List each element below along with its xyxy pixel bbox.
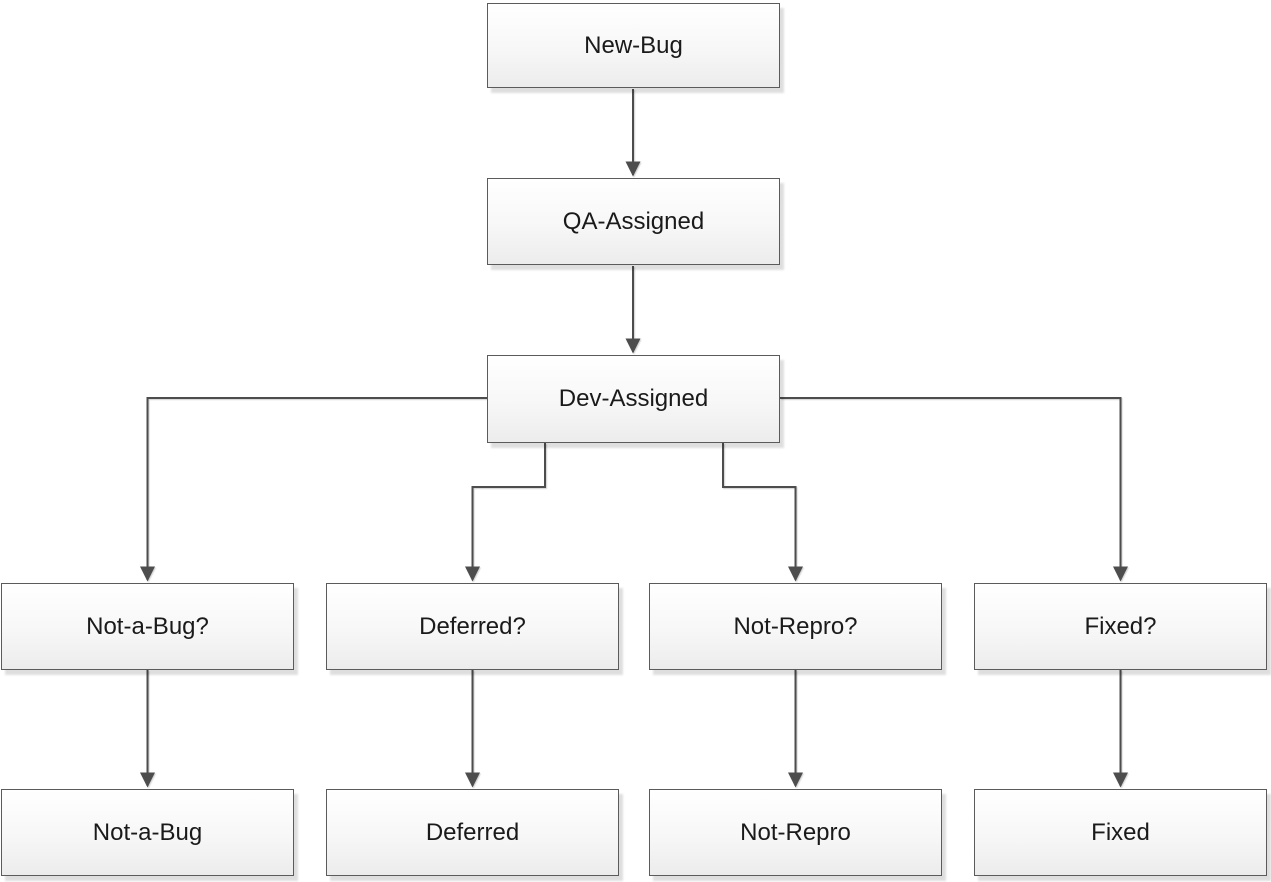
node-qa-assigned: QA-Assigned [487, 178, 780, 265]
node-dev-assigned: Dev-Assigned [487, 355, 780, 443]
edge-dev-to-fixedq [780, 397, 1128, 582]
node-new-bug: New-Bug [487, 3, 780, 88]
node-fixed: Fixed [974, 789, 1267, 876]
node-deferred: Deferred [326, 789, 619, 876]
edge-dev-to-notreproq [722, 443, 803, 582]
edge-dev-to-notabugq [140, 397, 487, 582]
node-not-a-bug-question: Not-a-Bug? [1, 583, 294, 670]
node-not-a-bug: Not-a-Bug [1, 789, 294, 876]
node-fixed-question: Fixed? [974, 583, 1267, 670]
node-deferred-question: Deferred? [326, 583, 619, 670]
node-not-repro-question: Not-Repro? [649, 583, 942, 670]
node-not-repro: Not-Repro [649, 789, 942, 876]
edge-dev-to-deferredq [465, 443, 546, 582]
